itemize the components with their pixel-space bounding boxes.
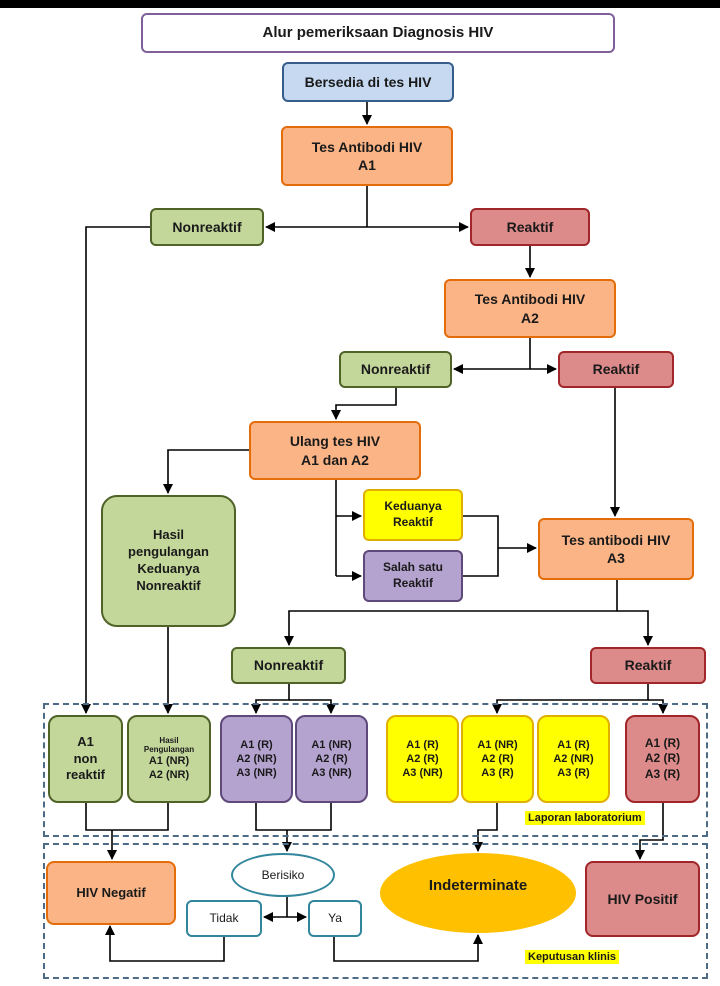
- node-hasil-pengulangan: Hasil pengulangan Keduanya Nonreaktif: [101, 495, 236, 627]
- clinical-indeterminate-label: Indeterminate: [428, 876, 528, 894]
- lab-hasil-pengulangan-label: Hasil Pengulangan: [143, 735, 195, 754]
- lab-a1-non-reaktif: A1 non reaktif: [48, 715, 123, 803]
- node-bersedia: Bersedia di tes HIV: [282, 62, 454, 102]
- arrow-tidak-to-negatif: [105, 925, 225, 962]
- arrow-yellow-to-indeterminate: [473, 803, 498, 852]
- top-black-bar: [0, 0, 720, 8]
- node-tes-a1: Tes Antibodi HIV A1: [281, 126, 453, 186]
- lab-purple-2: A1 (NR) A2 (R) A3 (NR): [295, 715, 368, 803]
- clinical-decision-label: Keputusan klinis: [525, 950, 620, 964]
- arrow-nonreaktif1-to-a1nr: [81, 226, 150, 714]
- node-salah-satu-reaktif: Salah satu Reaktif: [363, 550, 463, 602]
- node-tes-a3: Tes antibodi HIV A3: [538, 518, 694, 580]
- node-nonreaktif-1: Nonreaktif: [150, 208, 264, 246]
- node-reaktif-2: Reaktif: [558, 351, 674, 388]
- lab-yellow-1: A1 (R) A2 (R) A3 (NR): [386, 715, 459, 803]
- clinical-decision-section: [43, 843, 708, 979]
- node-keduanya-reaktif: Keduanya Reaktif: [363, 489, 463, 541]
- arrow-nonreaktif2-to-ulang: [331, 388, 397, 420]
- arrow-ya-to-indeterminate: [333, 934, 483, 962]
- lab-report-label: Laporan laboratorium: [525, 811, 645, 825]
- clinical-indeterminate: Indeterminate: [380, 853, 576, 933]
- line-green-join: [85, 803, 169, 831]
- page-title: Alur pemeriksaan Diagnosis HIV: [141, 13, 615, 53]
- lab-purple-1: A1 (R) A2 (NR) A3 (NR): [220, 715, 293, 803]
- arrow-red-to-positif: [635, 803, 664, 860]
- arrow-r3-to-red: [648, 699, 668, 714]
- node-tes-a2: Tes Antibodi HIV A2: [444, 279, 616, 338]
- lab-hasil-pengulangan: Hasil Pengulangan A1 (NR) A2 (NR): [127, 715, 211, 803]
- node-reaktif-3: Reaktif: [590, 647, 706, 684]
- arrow-nr3-to-purple1: [251, 684, 290, 714]
- node-nonreaktif-3: Nonreaktif: [231, 647, 346, 684]
- lab-yellow-3: A1 (R) A2 (NR) A3 (R): [537, 715, 610, 803]
- line-purple-join: [255, 803, 332, 831]
- node-nonreaktif-2: Nonreaktif: [339, 351, 452, 388]
- lab-hasil-pengulangan-values: A1 (NR) A2 (NR): [148, 754, 190, 782]
- lab-red-1: A1 (R) A2 (R) A3 (R): [625, 715, 700, 803]
- arrow-nr3-to-purple2: [289, 699, 336, 714]
- clinical-berisiko: Berisiko: [231, 853, 335, 897]
- arrow-r3-to-yellow2: [492, 684, 649, 714]
- clinical-hiv-negatif: HIV Negatif: [46, 861, 176, 925]
- line-join-to-a3: [463, 515, 499, 577]
- clinical-tidak: Tidak: [186, 900, 262, 937]
- clinical-hiv-positif: HIV Positif: [585, 861, 700, 937]
- clinical-berisiko-label: Berisiko: [261, 868, 305, 882]
- clinical-ya: Ya: [308, 900, 362, 937]
- lab-report-section: [43, 703, 708, 837]
- arrow-a3-to-reaktif: [617, 610, 653, 646]
- node-ulang-tes: Ulang tes HIV A1 dan A2: [249, 421, 421, 480]
- lab-yellow-2: A1 (NR) A2 (R) A3 (R): [461, 715, 534, 803]
- node-reaktif-1: Reaktif: [470, 208, 590, 246]
- arrow-a3-to-nonreaktif: [284, 580, 618, 646]
- arrow-ulang-to-hasil: [163, 449, 249, 494]
